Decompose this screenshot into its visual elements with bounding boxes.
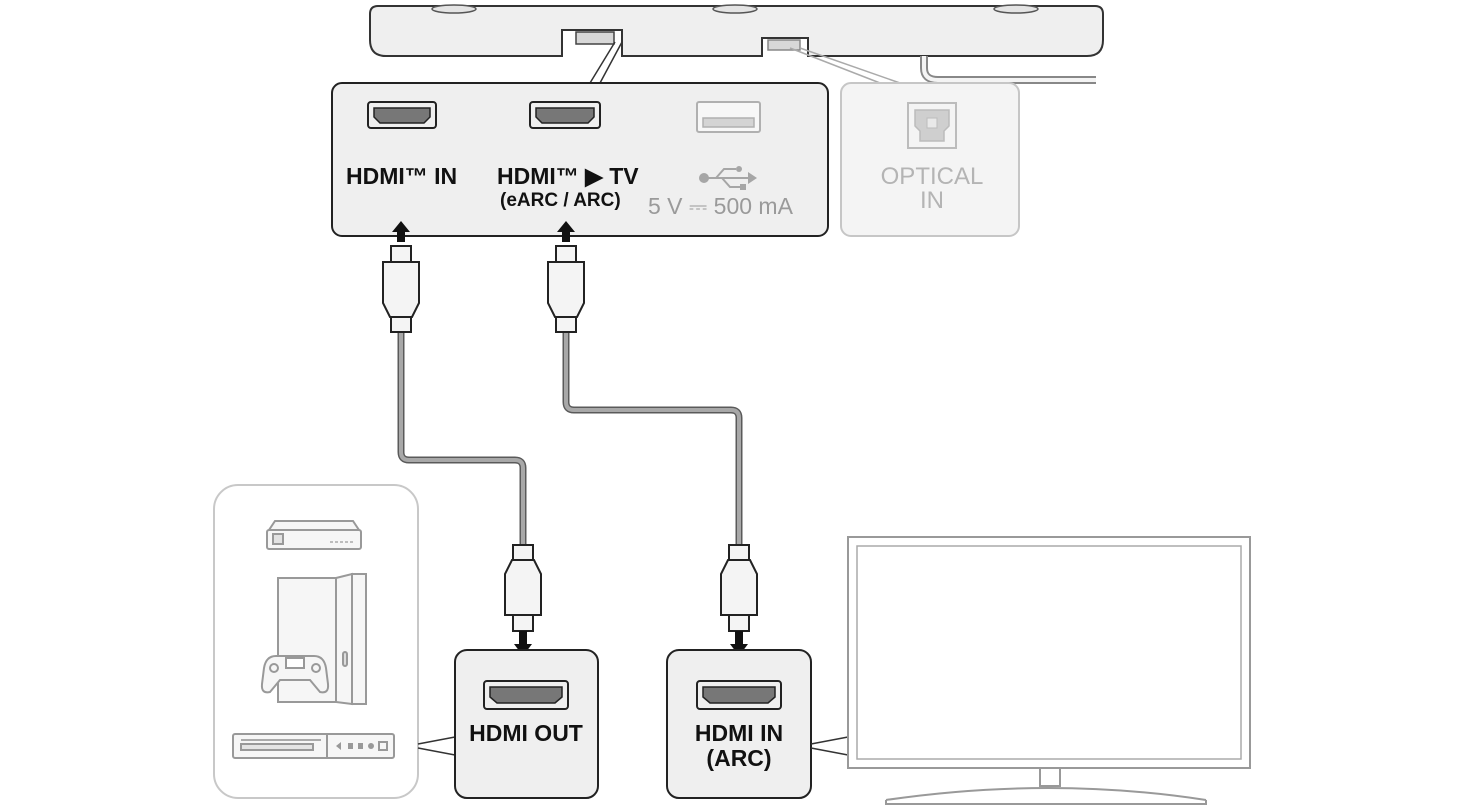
source-callout-lines (417, 736, 456, 756)
hdmi-out-port-icon (483, 680, 569, 710)
hdmi-out-label: HDMI OUT (469, 720, 583, 746)
hdmi-cable-to-source (397, 332, 527, 545)
hdmi-plug-icon (547, 245, 585, 333)
arrow-up-icon (557, 221, 575, 242)
soundbar (369, 4, 1104, 84)
optical-port-icon (907, 102, 957, 149)
usb-port-icon (696, 101, 761, 133)
soundbar-port-panel: HDMI™ IN HDMI™ ▶ TV (eARC / ARC) 5 V ⎓ 5… (331, 82, 829, 237)
hdmi-in-label: HDMI™ IN (346, 163, 457, 189)
hdmi-plug-icon (720, 544, 758, 632)
hdmi-in-port-icon (367, 101, 437, 129)
hdmi-tv-port-icon (529, 101, 601, 129)
hdmi-tv-label: HDMI™ ▶ TV (497, 163, 639, 189)
optical-label-line2: IN (920, 187, 944, 214)
tv-hdmi-in-label-line2: (ARC) (706, 745, 771, 771)
blu-ray-player-icon (232, 733, 395, 759)
source-hdmi-out-panel: HDMI OUT (454, 649, 599, 799)
tv-hdmi-in-panel: HDMI IN (ARC) (666, 649, 812, 799)
tv-hdmi-in-port-icon (696, 680, 782, 710)
set-top-box-icon (266, 520, 362, 550)
optical-label-line1: OPTICAL (881, 163, 984, 190)
hdmi-cable-to-tv (562, 332, 743, 545)
hdmi-plug-icon (504, 544, 542, 632)
tv-icon (847, 536, 1251, 805)
hdmi-tv-sublabel: (eARC / ARC) (500, 190, 621, 211)
gamepad-icon (260, 655, 330, 694)
tv-hdmi-in-label-line1: HDMI IN (695, 720, 783, 746)
source-devices-panel (213, 484, 419, 799)
tv-callout-lines (810, 736, 849, 756)
usb-rating-label: 5 V ⎓ 500 mA (648, 193, 794, 219)
arrow-up-icon (392, 221, 410, 242)
hdmi-plug-icon (382, 245, 420, 333)
usb-trident-icon (699, 166, 757, 190)
optical-port-panel: OPTICAL IN (840, 82, 1020, 237)
